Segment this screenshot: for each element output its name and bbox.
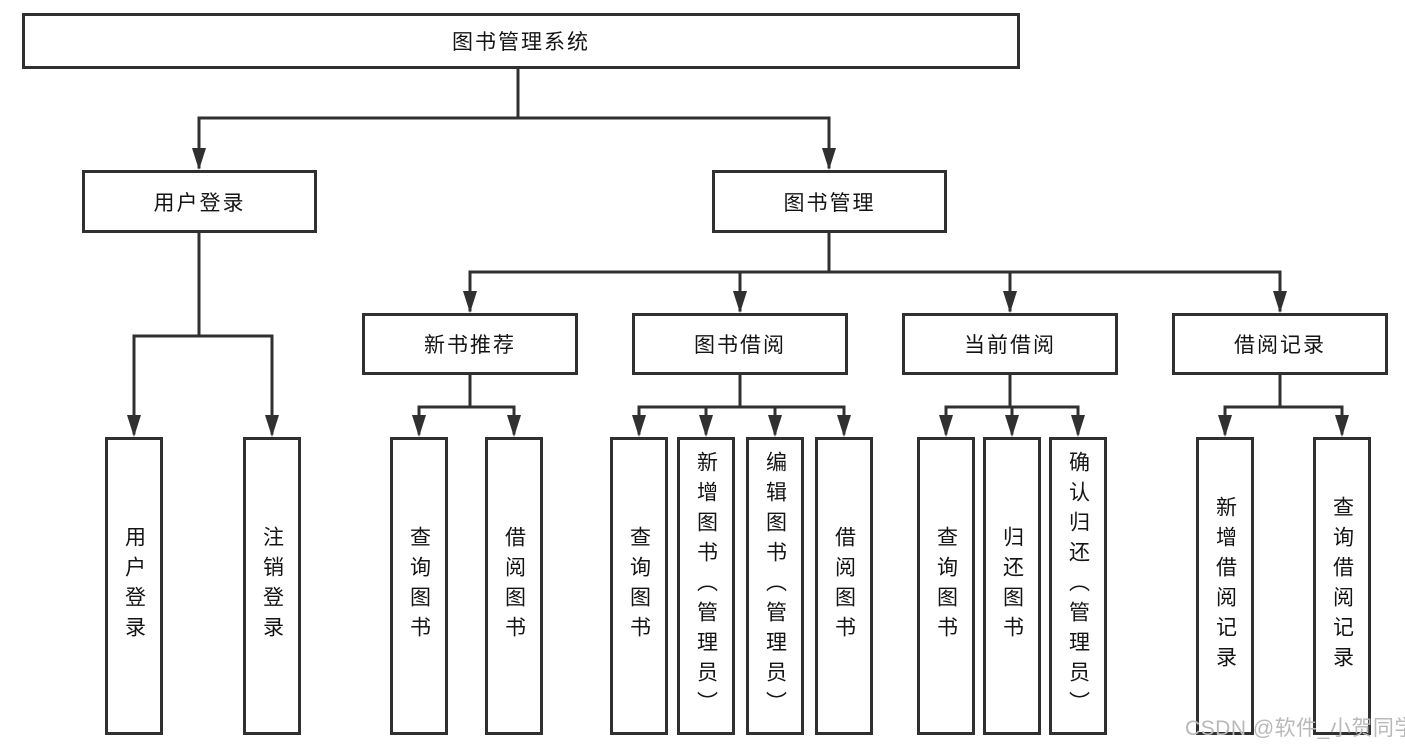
- leaf-label: 新增图书（管理员）: [694, 451, 718, 721]
- leaf-current-return-books: 归还图书: [983, 437, 1041, 735]
- leaf-label: 查询图书: [627, 526, 651, 646]
- node-book-borrow: 图书借阅: [632, 313, 848, 375]
- leaf-label: 查询图书: [934, 526, 958, 646]
- node-book-management: 图书管理: [712, 170, 947, 233]
- csdn-watermark: CSDN @软件_小贺同学: [1185, 717, 1405, 740]
- node-label: 图书管理系统: [452, 31, 590, 54]
- leaf-records-add-record: 新增借阅记录: [1196, 437, 1254, 735]
- leaf-label: 新增借阅记录: [1213, 496, 1237, 676]
- leaf-label: 查询图书: [407, 526, 431, 646]
- node-label: 借阅记录: [1234, 334, 1326, 357]
- leaf-label: 归还图书: [1000, 526, 1024, 646]
- arrowhead-icons: [127, 148, 1349, 437]
- node-library-management-system: 图书管理系统: [22, 13, 1020, 69]
- connector-path: [132, 67, 1344, 435]
- node-current-borrow: 当前借阅: [902, 313, 1118, 375]
- leaf-recommend-borrow-books: 借阅图书: [485, 437, 543, 735]
- node-new-book-recommend: 新书推荐: [362, 313, 578, 375]
- leaf-label: 编辑图书（管理员）: [763, 451, 787, 721]
- leaf-logout: 注销登录: [243, 437, 301, 735]
- leaf-label: 查询借阅记录: [1330, 496, 1354, 676]
- leaf-borrow-add-books-admin: 新增图书（管理员）: [677, 437, 735, 735]
- leaf-borrow-edit-books-admin: 编辑图书（管理员）: [746, 437, 804, 735]
- leaf-current-confirm-return-admin: 确认归还（管理员）: [1049, 437, 1107, 735]
- leaf-current-query-books: 查询图书: [917, 437, 975, 735]
- node-label: 新书推荐: [424, 334, 516, 357]
- leaf-borrow-query-books: 查询图书: [610, 437, 668, 735]
- leaf-records-query-record: 查询借阅记录: [1313, 437, 1371, 735]
- leaf-recommend-query-books: 查询图书: [390, 437, 448, 735]
- node-label: 当前借阅: [964, 334, 1056, 357]
- leaf-label: 确认归还（管理员）: [1066, 451, 1090, 721]
- node-label: 用户登录: [153, 191, 246, 215]
- node-borrow-records: 借阅记录: [1172, 313, 1388, 375]
- leaf-label: 注销登录: [260, 526, 284, 646]
- leaf-borrow-borrow-books: 借阅图书: [815, 437, 873, 735]
- leaf-user-login: 用户登录: [105, 437, 163, 735]
- node-user-login: 用户登录: [82, 170, 317, 233]
- node-label: 图书管理: [783, 191, 876, 215]
- leaf-label: 借阅图书: [832, 526, 856, 646]
- leaf-label: 用户登录: [122, 526, 146, 646]
- node-label: 图书借阅: [694, 334, 786, 357]
- leaf-label: 借阅图书: [502, 526, 526, 646]
